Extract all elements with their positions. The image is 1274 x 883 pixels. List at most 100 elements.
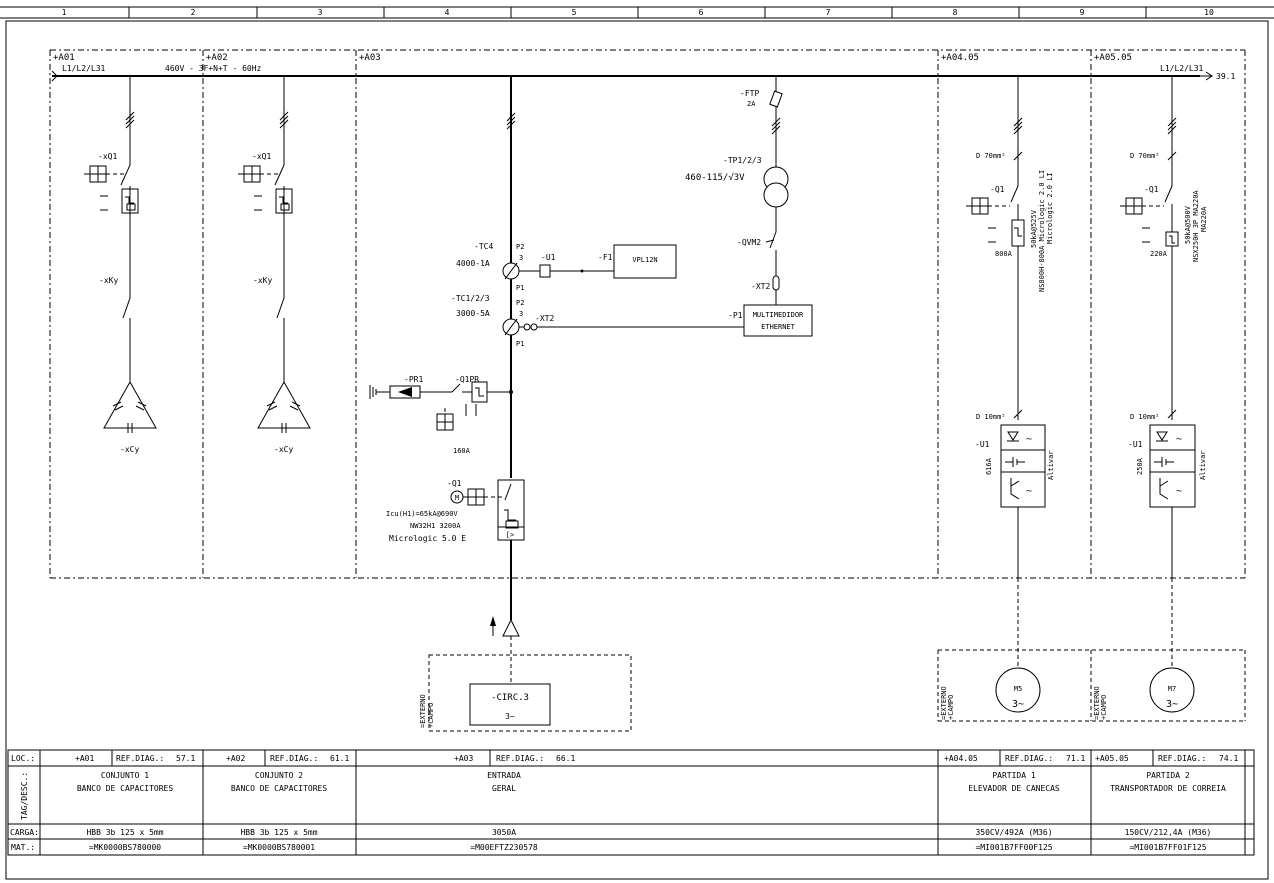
voltage-transformer-branch xyxy=(763,76,789,305)
current-transformer-tc123 xyxy=(502,318,744,336)
desc1-a04-05: PARTIDA 1 xyxy=(992,771,1036,780)
circ3-box xyxy=(469,683,551,726)
ac-symbol: ~ xyxy=(1026,434,1032,445)
ref-label: REF.DIAG.: xyxy=(496,754,544,763)
q1pr-tag: -Q1PR xyxy=(455,375,479,384)
motor-m5-tag: M5 xyxy=(1014,685,1022,693)
bank1-contactor-tag: -xKy xyxy=(99,276,118,285)
column-number: 3 xyxy=(318,8,323,17)
breaker-handle-icon xyxy=(84,165,124,183)
bank2-capacitor-tag: -xCy xyxy=(274,445,293,454)
q1-icu: Icu(H1)=65kA@690V xyxy=(386,510,458,518)
carga-a01: HBB 3b 125 x 5mm xyxy=(86,828,163,837)
carga-a04-05: 350CV/492A (M36) xyxy=(975,828,1052,837)
circ3-tag: -CIRC.3 xyxy=(491,693,529,703)
section-tag-a05-05: +A05.05 xyxy=(1094,53,1132,63)
starter1-drive-tag: -U1 xyxy=(975,440,990,449)
ref-a03: 66.1 xyxy=(556,754,575,763)
bank2-contactor-tag: -xKy xyxy=(253,276,272,285)
column-ruler: 1 2 3 4 5 6 7 8 9 10 xyxy=(62,8,1214,17)
tc4-p2: P2 xyxy=(516,243,524,251)
bus-continuation-ref: 39.1 xyxy=(1216,72,1235,81)
trip-unit-icon xyxy=(100,188,139,214)
motor-m7-phase: 3~ xyxy=(1166,699,1178,710)
starter1-drive-rating: 616A xyxy=(985,457,993,475)
three-phase-mark xyxy=(1167,117,1177,135)
section-boundaries xyxy=(49,49,1246,579)
tc4-ratio: 4000-1A xyxy=(456,259,490,268)
tc123-p1: P1 xyxy=(516,340,524,348)
carga-a05-05: 150CV/212,4A (M36) xyxy=(1125,828,1212,837)
tc123-p2: P2 xyxy=(516,299,524,307)
q1-trip-unit: Micrologic 5.0 E xyxy=(389,534,466,543)
starter2-drive-tag: -U1 xyxy=(1128,440,1143,449)
starter2-spec1: 50kA@500V xyxy=(1184,205,1192,244)
ref-label: REF.DIAG.: xyxy=(270,754,318,763)
legend-table xyxy=(7,749,1255,856)
section-tag-a01: +A01 xyxy=(53,53,75,63)
ref-a02: 61.1 xyxy=(330,754,349,763)
ref-label: REF.DIAG.: xyxy=(1158,754,1206,763)
capacitor-bank-2 xyxy=(238,76,311,433)
tp-ratio: 460-115/√3V xyxy=(685,172,745,183)
bus-supply-label: 460V - 3F+N+T - 60Hz xyxy=(165,64,262,73)
tc4-p1: P1 xyxy=(516,284,524,292)
ref-a04-05: 71.1 xyxy=(1066,754,1085,763)
current-transformer-tc4 xyxy=(502,262,614,280)
starter2-rating: 220A xyxy=(1150,250,1168,258)
field-label-m5: =EXTERNO xyxy=(940,686,948,720)
ftp-tag: -FTP xyxy=(740,89,759,98)
row-label-loc: LOC.: xyxy=(11,754,35,763)
field-box-circ xyxy=(428,654,632,732)
qvm2-tag: -QVM2 xyxy=(737,238,761,247)
desc2-a05-05: TRANSPORTADOR DE CORREIA xyxy=(1110,784,1226,793)
desc2-a04-05: ELEVADOR DE CANECAS xyxy=(968,784,1060,793)
starter1-rating: 800A xyxy=(995,250,1013,258)
desc2-a03: GERAL xyxy=(492,784,516,793)
sheet-frame xyxy=(0,6,1274,880)
p1-meter-tag: -P1 xyxy=(728,311,743,320)
column-number: 9 xyxy=(1080,8,1085,17)
three-phase-mark xyxy=(771,117,781,135)
section-tag-a04-05: +A04.05 xyxy=(941,53,979,63)
xt2-top-tag: -XT2 xyxy=(751,282,770,291)
field-label-m7: =EXTERNO xyxy=(1093,686,1101,720)
q1-trip-symbol: [> xyxy=(506,531,514,539)
carga-a02: HBB 3b 125 x 5mm xyxy=(240,828,317,837)
vpl12n-relay-box xyxy=(613,244,677,279)
section-tag-a02: +A02 xyxy=(206,53,228,63)
column-number: 5 xyxy=(572,8,577,17)
field-boxes-motors xyxy=(937,649,1246,722)
ac-symbol: ~ xyxy=(1176,434,1182,445)
starter1-spec1: 50kA@525V xyxy=(1030,209,1038,248)
loc-a03: +A03 xyxy=(454,754,473,763)
column-number: 7 xyxy=(826,8,831,17)
capacitor-delta-icon xyxy=(257,381,311,433)
incoming-supply-arrow xyxy=(490,616,520,684)
column-number: 6 xyxy=(699,8,704,17)
mat-a04-05: =MI001B7FF00F125 xyxy=(975,843,1052,852)
loc-a04-05: +A04.05 xyxy=(944,754,978,763)
bank1-capacitor-tag: -xCy xyxy=(120,445,139,454)
q1-main-tag: -Q1 xyxy=(447,479,462,488)
desc2-a02: BANCO DE CAPACITORES xyxy=(231,784,328,793)
bus-phase-label: L1/L2/L31 xyxy=(62,64,106,73)
ref-a01: 57.1 xyxy=(176,754,195,763)
column-number: 2 xyxy=(191,8,196,17)
three-phase-mark xyxy=(1013,117,1023,135)
capacitor-bank-1 xyxy=(84,76,157,433)
row-label-carga: CARGA: xyxy=(10,828,39,837)
f1-tag: -F1 xyxy=(598,253,613,262)
starter-2: ~ ~ xyxy=(1120,76,1196,713)
multimeter-box xyxy=(743,304,813,337)
starter2-drive-brand: Altivar xyxy=(1199,450,1207,480)
starter2-drive-rating: 250A xyxy=(1136,457,1144,475)
loc-a02: +A02 xyxy=(226,754,245,763)
motor-m7-tag: M7 xyxy=(1168,685,1176,693)
desc1-a01: CONJUNTO 1 xyxy=(101,771,149,780)
field-label-m5-2: +CAMPO xyxy=(947,695,955,720)
starter1-cable2: D 10mm² xyxy=(976,413,1006,421)
mat-a02: =MK0000BS780001 xyxy=(243,843,315,852)
loc-a01: +A01 xyxy=(75,754,94,763)
column-number: 10 xyxy=(1204,8,1214,17)
